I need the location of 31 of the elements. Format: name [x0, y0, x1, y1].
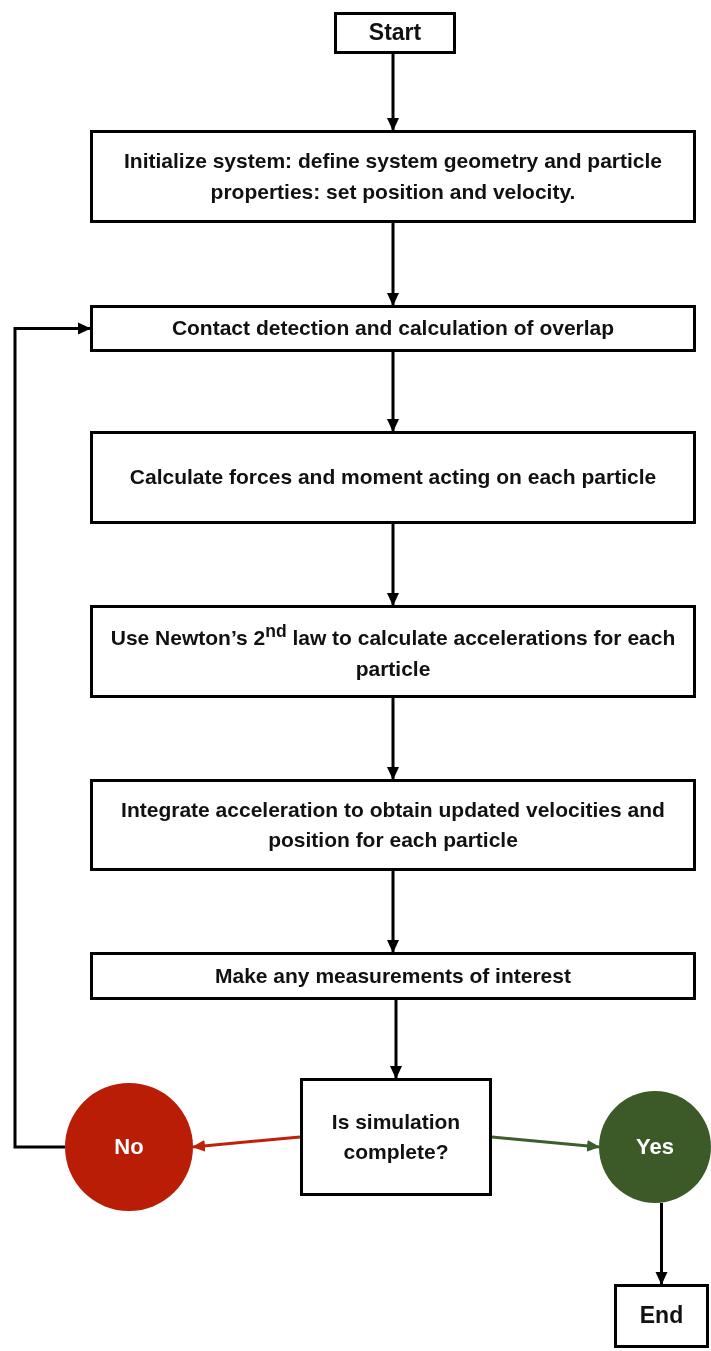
arrow — [491, 1135, 600, 1152]
node-label: Is simulation complete? — [330, 1108, 462, 1165]
node-label: Integrate acceleration to obtain updated velocities and position for each particle — [120, 796, 666, 853]
arrow — [390, 1000, 402, 1079]
process-box — [90, 779, 696, 871]
arrow — [387, 352, 399, 432]
process-box — [90, 305, 696, 352]
arrow — [387, 871, 399, 953]
arrow — [387, 223, 399, 306]
process-box — [90, 431, 696, 524]
node-label: Start — [368, 18, 422, 48]
node-label: Contact detection and calculation of overlap — [171, 315, 615, 342]
node-label: Make any measurements of interest — [215, 962, 571, 989]
node-label: End — [639, 1301, 684, 1331]
process-box — [90, 952, 696, 1000]
process-box — [90, 605, 696, 698]
node-label: Calculate forces and moment acting on each particle — [129, 464, 657, 491]
node-label: No — [114, 1134, 144, 1160]
node-label: Use Newton’s 2$^{nd}$ law to calculate accelerations for each particle — [109, 620, 677, 682]
node-label: Yes — [636, 1134, 674, 1160]
arrow — [387, 524, 399, 606]
node-label: Initialize system: define system geometry and particle properties: set position and velocity. — [123, 148, 663, 205]
process-box — [90, 130, 696, 223]
arrow — [192, 1135, 301, 1152]
decision-box — [300, 1078, 492, 1196]
arrow — [387, 698, 399, 780]
arrow — [387, 54, 399, 131]
terminal-box — [334, 12, 456, 54]
arrow — [13, 322, 91, 1149]
arrow — [655, 1203, 668, 1285]
terminal-box — [614, 1284, 709, 1348]
